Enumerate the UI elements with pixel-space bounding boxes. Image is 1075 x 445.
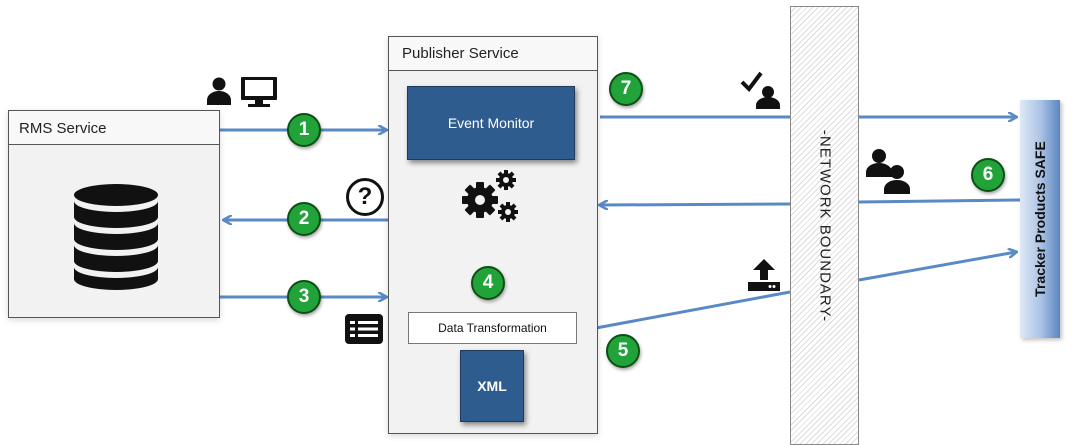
gears-icon [462,170,518,222]
user-icon [207,77,231,105]
step-badge-2: 2 [287,202,321,236]
upload-icon [748,259,780,291]
question-mark-icon: ? [346,178,384,216]
computer-icon [241,77,277,107]
step-badge-7: 7 [609,72,643,106]
data-transformation-box: Data Transformation [408,312,577,344]
tracker-products-safe: Tracker Products SAFE [1020,100,1060,338]
list-icon [345,314,383,344]
event-monitor-box: Event Monitor [407,86,575,160]
arrow-transform-to-tracker-5a [595,290,791,330]
step-badge-4: 4 [471,266,505,300]
step-badge-6: 6 [971,158,1005,192]
user-check-icon [740,71,780,109]
arrow-tracker-to-publisher-6a [858,198,1021,204]
network-boundary-label: -NETWORK BOUNDARY- [816,129,833,322]
publisher-service-title: Publisher Service [389,37,597,71]
step-badge-1: 1 [287,113,321,147]
arrow-transform-to-tracker-5b [858,252,1016,282]
step-badge-5: 5 [606,334,640,368]
users-icon [866,149,910,194]
rms-service-box: RMS Service [8,110,220,318]
step-badge-3: 3 [287,280,321,314]
xml-box: XML [460,350,524,422]
rms-service-title: RMS Service [9,111,219,145]
database-icon [74,184,158,290]
network-boundary: -NETWORK BOUNDARY- [790,6,859,445]
arrow-tracker-to-publisher-6b [600,204,791,205]
tracker-products-label: Tracker Products SAFE [1032,141,1048,297]
